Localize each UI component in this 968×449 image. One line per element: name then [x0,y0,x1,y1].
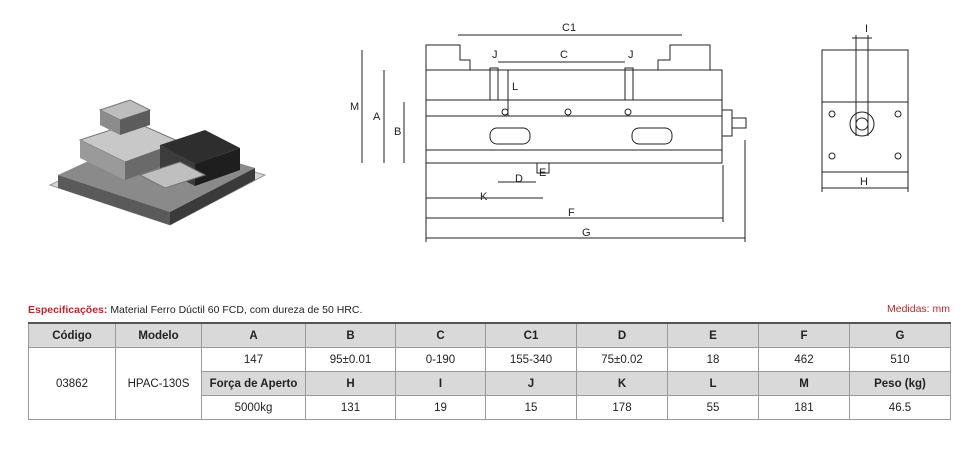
dim-label-k: K [480,191,488,203]
header-l: L [667,371,759,396]
header-peso: Peso (kg) [849,371,951,396]
cell-forca: 5000kg [201,395,306,420]
cell-f: 462 [758,347,850,372]
header-modelo: Modelo [115,322,202,348]
specification-note: Especificações: Material Ferro Dúctil 60… [28,304,362,316]
dim-label-m: M [350,101,359,113]
table-header-row: Código Modelo A B C C1 D E F G [28,322,951,348]
cell-c1: 155-340 [485,347,577,372]
header-b: B [305,322,396,348]
header-h: H [305,371,396,396]
cell-j: 15 [485,395,577,420]
cell-modelo: HPAC-130S [115,347,202,420]
vise-product-photo [48,99,267,226]
header-c: C [395,322,486,348]
cell-i: 19 [395,395,486,420]
header-c1: C1 [485,322,577,348]
dim-label-b: B [394,126,401,138]
cell-g: 510 [849,347,951,372]
cell-a: 147 [201,347,306,372]
spec-text: Material Ferro Dúctil 60 FCD, com dureza… [110,304,363,316]
table-header-row-2: Força de Aperto H I J K L M Peso (kg) [29,371,951,396]
units-note: Medidas: mm [886,303,950,315]
dim-label-c1: C1 [562,22,576,34]
header-d: D [576,322,668,348]
specifications-table: Código Modelo A B C C1 D E F G 03862 HPA… [28,322,951,420]
front-view-drawing: C1 C J J L M A B D E K F G [350,22,747,242]
dim-label-j-right: J [628,49,634,61]
cell-codigo: 03862 [28,347,116,420]
cell-m: 181 [758,395,850,420]
dim-label-i: I [865,23,868,35]
header-f: F [758,322,850,348]
dim-label-c: C [560,49,568,61]
dim-label-a: A [373,111,381,123]
header-forca: Força de Aperto [201,371,306,396]
table-row: 03862 HPAC-130S 147 95±0.01 0-190 155-34… [28,347,951,420]
cell-c: 0-190 [395,347,486,372]
dim-label-l: L [512,81,518,93]
cell-peso: 46.5 [849,395,951,420]
header-codigo: Código [28,322,116,348]
cell-k: 178 [576,395,668,420]
dim-label-f: F [568,207,575,219]
dim-label-e: E [539,167,546,179]
spec-label: Especificações: [28,304,108,316]
header-k: K [576,371,668,396]
header-a: A [201,322,306,348]
dim-label-j-left: J [492,49,498,61]
header-j: J [485,371,577,396]
dim-label-d: D [515,173,523,185]
header-e: E [667,322,759,348]
table-row: 5000kg 131 19 15 178 55 181 46.5 [29,395,951,420]
cell-h: 131 [305,395,396,420]
dim-label-g: G [582,227,591,239]
side-view-drawing: I H [821,23,909,192]
cell-b: 95±0.01 [305,347,396,372]
cell-l: 55 [667,395,759,420]
header-g: G [849,322,951,348]
header-i: I [395,371,486,396]
header-m: M [758,371,850,396]
dim-label-h: H [860,176,868,188]
cell-d: 75±0.02 [576,347,668,372]
cell-e: 18 [667,347,759,372]
